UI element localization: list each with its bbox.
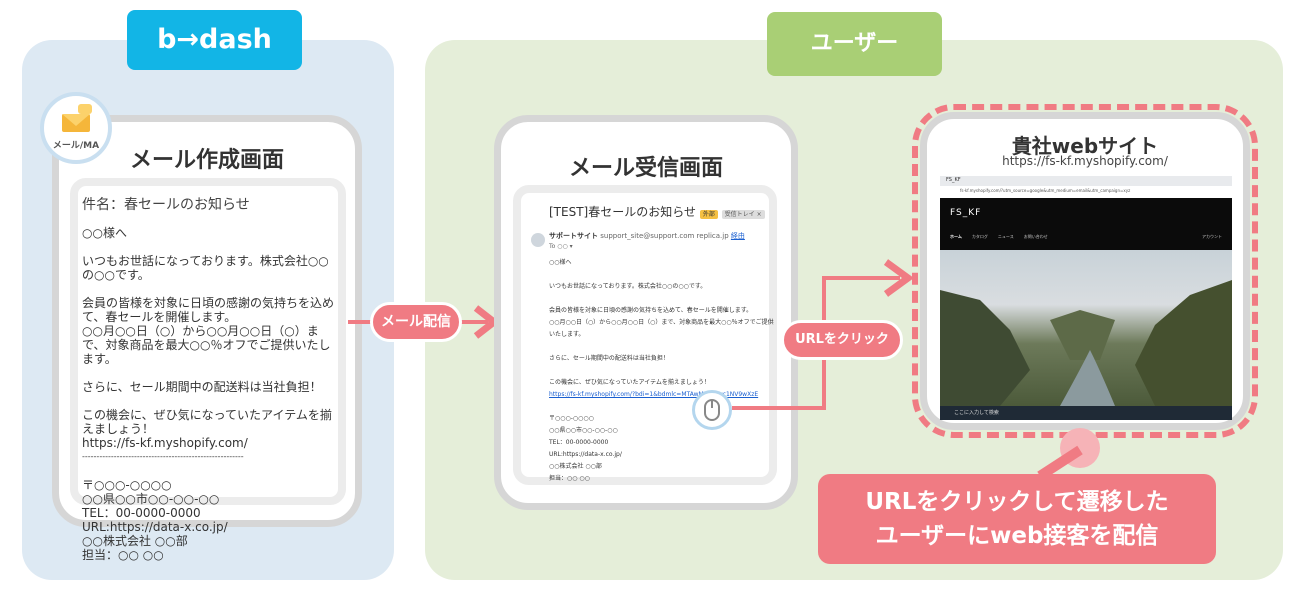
mail-ma-label: メール/MA	[52, 141, 100, 151]
receive-line: ○○月○○日（○）から○○月○○日（○）まで、対象商品を最大○○％オフでご提供い…	[549, 319, 774, 338]
receive-title: メール受信画面	[568, 156, 723, 181]
receive-line: 会員の皆様を対象に日頃の感謝の気持ちを込めて、春セールを開催します。	[549, 307, 753, 314]
compose-line: いつもお世話になっております。株式会社○○の○○です。	[82, 254, 329, 282]
sender-via: replica.jp	[696, 232, 729, 240]
compose-line: ○○月○○日（○）から○○月○○日（○）まで、対象商品を最大○○％オフでご提供い…	[82, 324, 331, 366]
site-brand[interactable]: FS_KF	[950, 208, 982, 218]
browser-screenshot: FS_KF fs-kf.myshopify.com/?utm_source=go…	[940, 176, 1232, 420]
click-label: URLをクリック	[781, 320, 903, 360]
compose-lines: ○○様へ いつもお世話になっております。株式会社○○の○○です。 会員の皆様を対…	[82, 226, 336, 562]
receive-line: この機会に、ぜひ気になっていたアイテムを揃えましょう！	[549, 379, 710, 386]
compose-line: 〒○○○-○○○○	[82, 478, 172, 492]
receive-line: ○○県○○市○○-○○-○○	[549, 427, 618, 434]
receive-lines: ○○様へ いつもお世話になっております。株式会社○○の○○です。 会員の皆様を対…	[549, 257, 775, 485]
receive-subject: [TEST]春セールのお知らせ 外部 受信トレイ ×	[549, 203, 765, 220]
compose-line: ○○株式会社 ○○部	[82, 534, 188, 548]
receive-line: URL:https://data-x.co.jp/	[549, 451, 622, 458]
compose-line: ----------------------------------------…	[82, 452, 244, 461]
bdash-tag: b→dash	[127, 10, 302, 70]
site-nav-item[interactable]: カタログ	[971, 234, 988, 239]
browser-tab-bar: FS_KF	[940, 176, 1232, 186]
taskbar-search[interactable]: ここに入力して検索	[954, 410, 999, 416]
compose-line	[82, 464, 336, 478]
external-badge: 外部	[699, 210, 718, 219]
compose-line: 会員の皆様を対象に日頃の感謝の気持ちを込めて、春セールを開催します。	[82, 296, 335, 324]
compose-line	[82, 240, 336, 254]
receive-line: ○○様へ	[549, 259, 572, 266]
receive-line: 担当：○○ ○○	[549, 475, 590, 482]
compose-subject: 件名：春セールのお知らせ	[82, 197, 250, 213]
sender-email: support_site@support.com	[600, 232, 695, 240]
receive-body: [TEST]春セールのお知らせ 外部 受信トレイ × サポートサイト suppo…	[513, 185, 777, 485]
callout-box: URLをクリックして遷移した ユーザーにweb接客を配信	[818, 474, 1216, 564]
receive-line: TEL：00-0000-0000	[549, 439, 609, 446]
receive-line: さらに、セール期間中の配送料は当社負担！	[549, 355, 669, 362]
site-nav-item[interactable]: ニュース	[997, 234, 1014, 239]
sender-name: サポートサイト	[549, 232, 598, 240]
site-account-link[interactable]: アカウント	[1202, 234, 1222, 239]
compose-line: ○○県○○市○○-○○-○○	[82, 492, 220, 506]
compose-line: 担当：○○ ○○	[82, 548, 164, 562]
compose-line: TEL：00-0000-0000	[82, 506, 201, 520]
browser-tab[interactable]: FS_KF	[946, 177, 961, 183]
inbox-badge[interactable]: 受信トレイ ×	[721, 210, 765, 219]
compose-title: メール作成画面	[129, 148, 284, 173]
compose-line: ○○様へ	[82, 226, 127, 240]
site-nav-item[interactable]: ホーム	[950, 234, 962, 239]
taskbar: ここに入力して検索	[940, 406, 1232, 420]
compose-line	[82, 366, 336, 380]
site-url: https://fs-kf.myshopify.com/	[1002, 154, 1168, 168]
callout-pointer	[1037, 445, 1083, 480]
via-link[interactable]: 経由	[730, 232, 745, 240]
compose-line: さらに、セール期間中の配送料は当社負担！	[82, 380, 322, 394]
receive-line: 〒○○○-○○○○	[549, 415, 594, 422]
receive-line[interactable]: https://fs-kf.myshopify.com/?bdi=1&bdmlc…	[549, 391, 759, 398]
user-tag: ユーザー	[767, 12, 942, 76]
mouse-click-icon	[692, 390, 732, 430]
to-line: To ○○ ▾	[549, 243, 573, 250]
receive-line: いつもお世話になっております。株式会社○○の○○です。	[549, 283, 707, 290]
site-title: 貴社webサイト	[1011, 134, 1159, 158]
callout-line-1: URLをクリックして遷移した	[865, 489, 1169, 515]
mail-ma-icon: メール/MA	[40, 92, 112, 164]
site-nav-item[interactable]: お問い合わせ	[1023, 234, 1048, 239]
send-label: メール配信	[370, 302, 462, 342]
site-nav: ホーム カタログ ニュース お問い合わせ	[950, 234, 1058, 240]
address-text[interactable]: fs-kf.myshopify.com/?utm_source=google&u…	[960, 188, 1131, 193]
compose-line[interactable]: https://fs-kf.myshopify.com/	[82, 436, 248, 450]
receive-subject-text: [TEST]春セールのお知らせ	[549, 205, 696, 219]
sender-avatar	[531, 233, 545, 247]
compose-line[interactable]: URL:https://data-x.co.jp/	[82, 520, 228, 534]
compose-line	[82, 282, 336, 296]
sender-line: サポートサイト support_site@support.com replica…	[549, 231, 745, 241]
compose-line: この機会に、ぜひ気になっていたアイテムを揃えましょう！	[82, 408, 332, 436]
compose-body: 件名：春セールのお知らせ ○○様へ いつもお世話になっております。株式会社○○の…	[70, 178, 346, 562]
hero-image	[940, 250, 1232, 406]
callout-line-2: ユーザーにweb接客を配信	[875, 523, 1159, 549]
site-header: FS_KF ホーム カタログ ニュース お問い合わせ アカウント	[940, 198, 1232, 250]
compose-line	[82, 394, 336, 408]
receive-line: ○○株式会社 ○○部	[549, 463, 602, 470]
